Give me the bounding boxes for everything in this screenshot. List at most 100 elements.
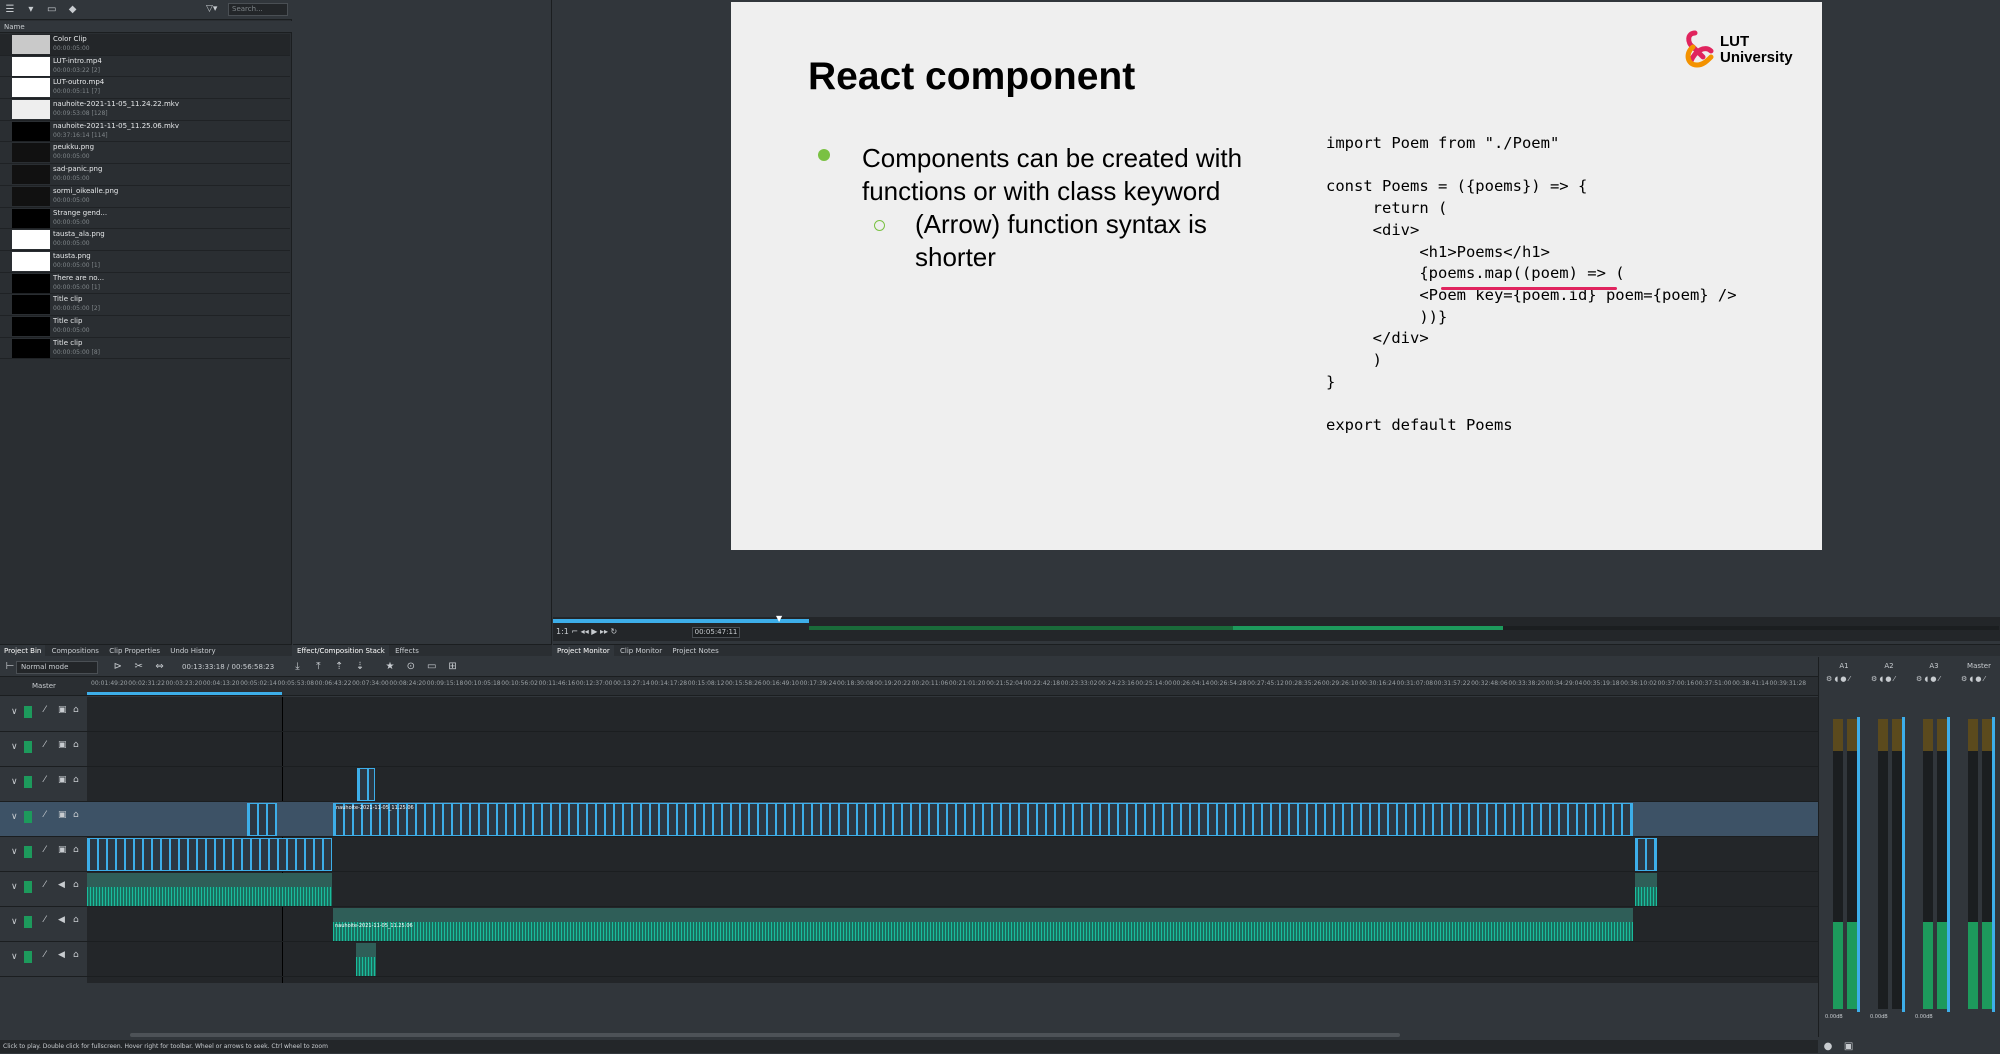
effect-toggle-icon[interactable]: ⁄ <box>44 950 46 960</box>
tab-project-monitor[interactable]: Project Monitor <box>553 645 614 657</box>
collapse-chevron-icon[interactable]: ∨ <box>11 847 18 857</box>
mixer-channel-controls[interactable]: ⚙ ◖ ● ⁄ <box>1871 675 1895 683</box>
zoom-select[interactable]: 1:1 <box>556 627 569 636</box>
mute-icon[interactable]: ◀ <box>58 915 65 925</box>
set-zone-in-icon[interactable]: ⌐ <box>571 627 579 636</box>
track-target-toggle[interactable] <box>24 846 32 858</box>
tab-effects[interactable]: Effects <box>395 647 419 655</box>
overwrite-icon[interactable]: ⤒ <box>316 661 321 672</box>
record-icon[interactable]: ● <box>1823 1041 1833 1052</box>
mixer-channel-controls[interactable]: ⚙ ◖ ● ⁄ <box>1916 675 1940 683</box>
mixer-volume-value[interactable]: 0.00dB <box>1915 1014 1933 1020</box>
hide-track-icon[interactable]: ▣ <box>58 705 67 715</box>
bin-clip-item[interactable]: Strange gend...00:00:05:00 <box>0 208 290 230</box>
timeline-track[interactable]: nauhoite-2021-11-05_11.25.06 <box>87 802 1818 837</box>
track-header[interactable]: ∨⁄▣⌂ <box>0 697 87 732</box>
mixer-channel-controls[interactable]: ⚙ ◖ ● ⁄ <box>1961 675 1985 683</box>
tag-icon[interactable]: ◆ <box>68 4 77 15</box>
track-target-toggle[interactable] <box>24 881 32 893</box>
menu-icon[interactable]: ☰ <box>5 4 15 15</box>
timeline-scrollbar[interactable] <box>130 1033 1400 1037</box>
lock-icon[interactable]: ⌂ <box>73 810 79 820</box>
timeline-track[interactable] <box>87 732 1818 767</box>
razor-tool-icon[interactable]: ✂ <box>134 661 143 672</box>
rewind-icon[interactable]: ◂◂ <box>580 627 589 636</box>
effect-toggle-icon[interactable]: ⁄ <box>44 845 46 855</box>
snap-icon[interactable]: ⊙ <box>406 661 416 672</box>
track-header[interactable]: ∨ ⁄ ◀ ⌂ <box>0 907 87 942</box>
collapse-chevron-icon[interactable]: ∨ <box>11 777 18 787</box>
effect-toggle-icon[interactable]: ⁄ <box>44 810 46 820</box>
favorite-icon[interactable]: ★ <box>385 661 395 672</box>
hide-track-icon[interactable]: ▣ <box>58 775 67 785</box>
mute-icon[interactable]: ◀ <box>58 950 65 960</box>
effect-toggle-icon[interactable]: ⁄ <box>44 915 46 925</box>
tab-compositions[interactable]: Compositions <box>51 647 99 655</box>
track-target-toggle[interactable] <box>24 811 32 823</box>
volume-fader[interactable] <box>1947 717 1950 1012</box>
track-header[interactable]: ∨⁄▣⌂ <box>0 732 87 767</box>
volume-fader[interactable] <box>1992 717 1995 1012</box>
audio-clip[interactable] <box>1635 873 1657 906</box>
lock-icon[interactable]: ⌂ <box>73 880 79 890</box>
lock-icon[interactable]: ⌂ <box>73 775 79 785</box>
timeline-track[interactable] <box>87 767 1818 802</box>
timeline-track[interactable] <box>87 837 1818 872</box>
track-target-toggle[interactable] <box>24 916 32 928</box>
track-header[interactable]: ∨⁄◀⌂ <box>0 942 87 977</box>
bin-column-header[interactable]: Name <box>0 21 292 33</box>
hide-track-icon[interactable]: ▣ <box>58 845 67 855</box>
playhead-marker-icon[interactable]: ▼ <box>776 614 783 623</box>
lock-icon[interactable]: ⌂ <box>73 705 79 715</box>
tab-clip-properties[interactable]: Clip Properties <box>109 647 161 655</box>
audio-clip[interactable] <box>356 943 376 976</box>
monitor-video-frame[interactable]: React component Components can be create… <box>731 2 1822 550</box>
volume-fader[interactable] <box>1857 717 1860 1012</box>
collapse-chevron-icon[interactable]: ∨ <box>11 812 18 822</box>
track-target-toggle[interactable] <box>24 706 32 718</box>
tab-clip-monitor[interactable]: Clip Monitor <box>620 647 663 655</box>
timeline-preview-icon[interactable]: ⊞ <box>448 661 457 672</box>
audio-clip[interactable] <box>87 873 332 906</box>
zone-icon[interactable]: ▭ <box>427 661 437 672</box>
mute-icon[interactable]: ◀ <box>58 880 65 890</box>
tab-project-notes[interactable]: Project Notes <box>672 647 719 655</box>
collapse-chevron-icon[interactable]: ∨ <box>11 882 18 892</box>
bin-search-input[interactable]: Search... <box>228 3 288 16</box>
track-target-toggle[interactable] <box>24 741 32 753</box>
audio-clip[interactable]: nauhoite-2021-11-05_11.25.06 <box>333 908 1633 941</box>
insert-icon[interactable]: ⤓ <box>295 661 300 672</box>
collapse-chevron-icon[interactable]: ∨ <box>11 917 18 927</box>
timeline-tracks[interactable]: nauhoite-2021-11-05_11.25.06 nauhoite-202… <box>87 697 1818 983</box>
mixer-volume-value[interactable]: 0.00dB <box>1870 1014 1888 1020</box>
lock-icon[interactable]: ⌂ <box>73 915 79 925</box>
lock-icon[interactable]: ⌂ <box>73 740 79 750</box>
effect-toggle-icon[interactable]: ⁄ <box>44 775 46 785</box>
loop-icon[interactable]: ↻ <box>610 627 618 636</box>
video-clip[interactable] <box>87 838 332 871</box>
collapse-chevron-icon[interactable]: ∨ <box>11 742 18 752</box>
timeline-track[interactable] <box>87 872 1818 907</box>
spacer-tool-icon[interactable]: ⇔ <box>155 661 164 672</box>
monitor-timecode[interactable]: 00:05:47:11 <box>692 627 740 638</box>
filter-icon[interactable]: ▽▾ <box>206 4 218 14</box>
timeline-track[interactable]: nauhoite-2021-11-05_11.25.06 <box>87 907 1818 942</box>
lift-icon[interactable]: ⇡ <box>335 661 344 672</box>
hide-track-icon[interactable]: ▣ <box>58 810 67 820</box>
track-target-toggle[interactable] <box>24 951 32 963</box>
video-clip[interactable]: nauhoite-2021-11-05_11.25.06 <box>333 803 1633 836</box>
effect-toggle-icon[interactable]: ⁄ <box>44 880 46 890</box>
forward-icon[interactable]: ▸▸ <box>599 627 608 636</box>
play-icon[interactable]: ▶ <box>591 627 598 636</box>
tab-effect-stack[interactable]: Effect/Composition Stack <box>293 645 389 657</box>
tab-project-bin[interactable]: Project Bin <box>0 645 46 657</box>
monitor-audio-icon[interactable]: ▣ <box>1843 1041 1854 1052</box>
